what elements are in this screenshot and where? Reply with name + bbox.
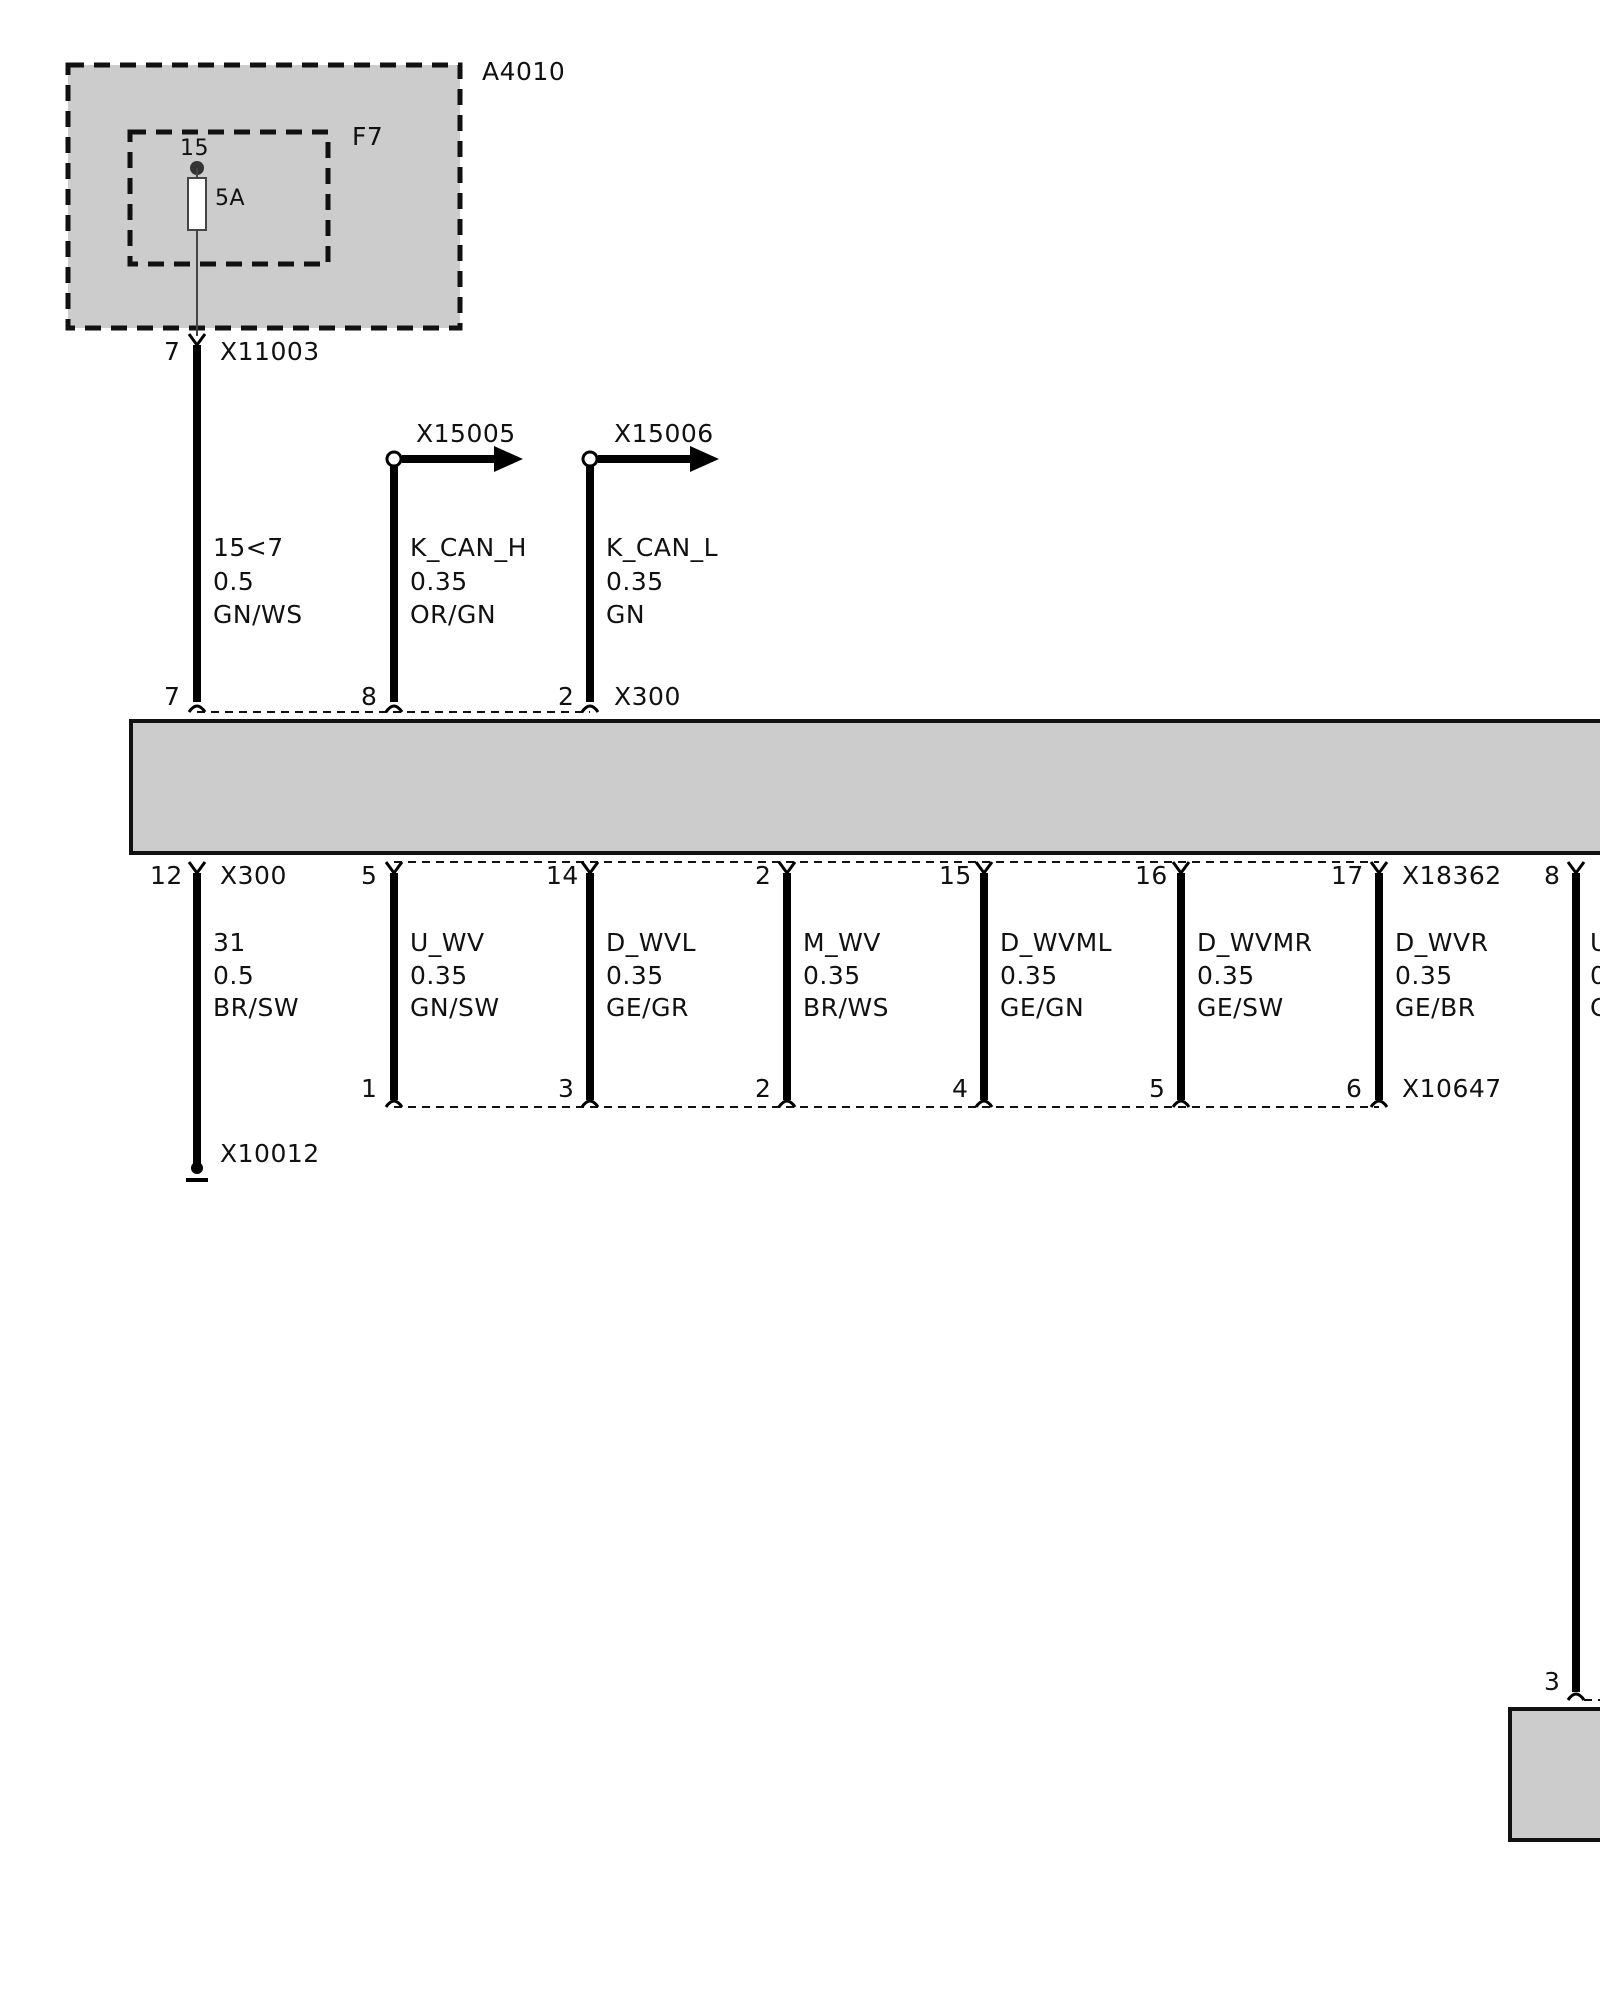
wire-right-partial: 8 U 0 G 3 bbox=[1544, 861, 1600, 1701]
pin-number: 6 bbox=[1346, 1074, 1362, 1103]
connector-label: X10647 bbox=[1402, 1074, 1502, 1103]
connector-x15006-label: X15006 bbox=[614, 419, 714, 448]
wire-signal: U_WV bbox=[410, 928, 485, 957]
connector-x15005-label: X15005 bbox=[416, 419, 516, 448]
wire-size: 0.35 bbox=[1000, 961, 1058, 990]
wire-label-k-can-h: K_CAN_H 0.35 OR/GN bbox=[410, 533, 527, 629]
connector-x18362: X18362 5 14 2 15 16 17 bbox=[361, 861, 1502, 890]
wire-size: 0.35 bbox=[606, 961, 664, 990]
wire-color: GE/GR bbox=[606, 993, 689, 1022]
wire-d-wvmr: D_WVMR 0.35 GE/SW bbox=[1171, 861, 1313, 1108]
pin-number: 17 bbox=[1331, 861, 1364, 890]
fuse-rating: 5A bbox=[215, 186, 245, 211]
wire-size: 0.5 bbox=[213, 567, 254, 596]
connector-label: X300 bbox=[614, 682, 681, 711]
wire-signal: 15<7 bbox=[213, 533, 284, 562]
pin-plug-mark bbox=[384, 704, 404, 713]
wire-color: BR/SW bbox=[213, 993, 299, 1022]
connector-x10647: X10647 1 3 2 4 5 6 bbox=[361, 1074, 1502, 1108]
wire-label-k-can-l: K_CAN_L 0.35 GN bbox=[606, 533, 718, 629]
wire-size: 0.35 bbox=[606, 567, 664, 596]
connector-x10012-label: X10012 bbox=[220, 1139, 320, 1168]
wire-label-15-7: 15<7 0.5 GN/WS bbox=[213, 533, 303, 629]
wire-color: GN/WS bbox=[213, 600, 303, 629]
connector-label: X300 bbox=[220, 861, 287, 890]
splice-dot bbox=[581, 450, 599, 468]
control-module bbox=[129, 719, 1600, 855]
wire-size: 0.35 bbox=[803, 961, 861, 990]
connector-x11003: 7 X11003 bbox=[164, 333, 320, 366]
pin-number: 2 bbox=[558, 682, 574, 711]
pin-number: 12 bbox=[150, 861, 183, 890]
pin-plug-mark bbox=[187, 704, 207, 713]
wire-color: GE/GN bbox=[1000, 993, 1084, 1022]
wire-d-wvr: D_WVR 0.35 GE/BR bbox=[1369, 861, 1488, 1108]
connector-x300-top: 7 8 2 X300 bbox=[164, 682, 681, 713]
wire-signal: D_WVR bbox=[1395, 928, 1488, 957]
wire-color: BR/WS bbox=[803, 993, 889, 1022]
wire-signal: K_CAN_L bbox=[606, 533, 718, 562]
fuse-terminal-label: 15 bbox=[180, 136, 209, 161]
pin-number: 4 bbox=[952, 1074, 968, 1103]
fuse-label: F7 bbox=[352, 122, 383, 151]
connector-x300-bottom: 12 X300 bbox=[150, 861, 287, 890]
wire-size: 0.35 bbox=[410, 567, 468, 596]
wire-d-wvml: D_WVML 0.35 GE/GN bbox=[974, 861, 1112, 1108]
pin-number: 5 bbox=[361, 861, 377, 890]
wire-signal: U bbox=[1590, 928, 1600, 957]
wire-d-wvl: D_WVL 0.35 GE/GR bbox=[580, 861, 696, 1108]
arrow-right-icon bbox=[494, 446, 523, 472]
pin-number: 3 bbox=[558, 1074, 574, 1103]
fuse-box-outline bbox=[65, 62, 463, 331]
wire-color: G bbox=[1590, 993, 1600, 1022]
pin-socket-mark bbox=[187, 861, 207, 876]
wire-color: GE/SW bbox=[1197, 993, 1284, 1022]
pin-number: 1 bbox=[361, 1074, 377, 1103]
fuse-icon bbox=[187, 177, 207, 231]
pin-number: 14 bbox=[546, 861, 579, 890]
wire-signal: M_WV bbox=[803, 928, 881, 957]
ground-dot bbox=[191, 1162, 203, 1174]
wire-size: 0.5 bbox=[213, 961, 254, 990]
fuse-box-a4010: A4010 F7 15 5A bbox=[65, 57, 565, 336]
wire-color: OR/GN bbox=[410, 600, 496, 629]
connector-label: X11003 bbox=[220, 337, 320, 366]
pin-number: 5 bbox=[1149, 1074, 1165, 1103]
wire-color: GN bbox=[606, 600, 645, 629]
arrow-right-icon bbox=[690, 446, 719, 472]
wire-size: 0.35 bbox=[410, 961, 468, 990]
wire-signal: 31 bbox=[213, 928, 246, 957]
wire-size: 0 bbox=[1590, 961, 1600, 990]
wire-label-ground-31: 31 0.5 BR/SW bbox=[213, 928, 299, 1022]
pin-number: 7 bbox=[164, 682, 180, 711]
wire-signal: D_WVMR bbox=[1197, 928, 1313, 957]
wire-signal: K_CAN_H bbox=[410, 533, 527, 562]
fuse-box-label: A4010 bbox=[482, 57, 565, 86]
splice-dot bbox=[385, 450, 403, 468]
pin-number: 8 bbox=[361, 682, 377, 711]
wire-m-wv: M_WV 0.35 BR/WS bbox=[777, 861, 889, 1108]
pin-number: 8 bbox=[1544, 861, 1560, 890]
pin-plug-mark bbox=[580, 704, 600, 713]
connector-label: X18362 bbox=[1402, 861, 1502, 890]
sub-module bbox=[1508, 1707, 1600, 1842]
wire-signal: D_WVML bbox=[1000, 928, 1112, 957]
pin-number: 2 bbox=[755, 1074, 771, 1103]
wire-color: GE/BR bbox=[1395, 993, 1476, 1022]
pin-number: 2 bbox=[755, 861, 771, 890]
wire-color: GN/SW bbox=[410, 993, 500, 1022]
pin-number: 16 bbox=[1135, 861, 1168, 890]
wire-size: 0.35 bbox=[1197, 961, 1255, 990]
wire-signal: D_WVL bbox=[606, 928, 696, 957]
fuse-f7-outline bbox=[127, 129, 331, 267]
wire-u-wv: U_WV 0.35 GN/SW bbox=[384, 861, 500, 1108]
pin-number: 15 bbox=[939, 861, 972, 890]
pin-number: 3 bbox=[1544, 1667, 1560, 1696]
wire-size: 0.35 bbox=[1395, 961, 1453, 990]
pin-number: 7 bbox=[164, 337, 180, 366]
